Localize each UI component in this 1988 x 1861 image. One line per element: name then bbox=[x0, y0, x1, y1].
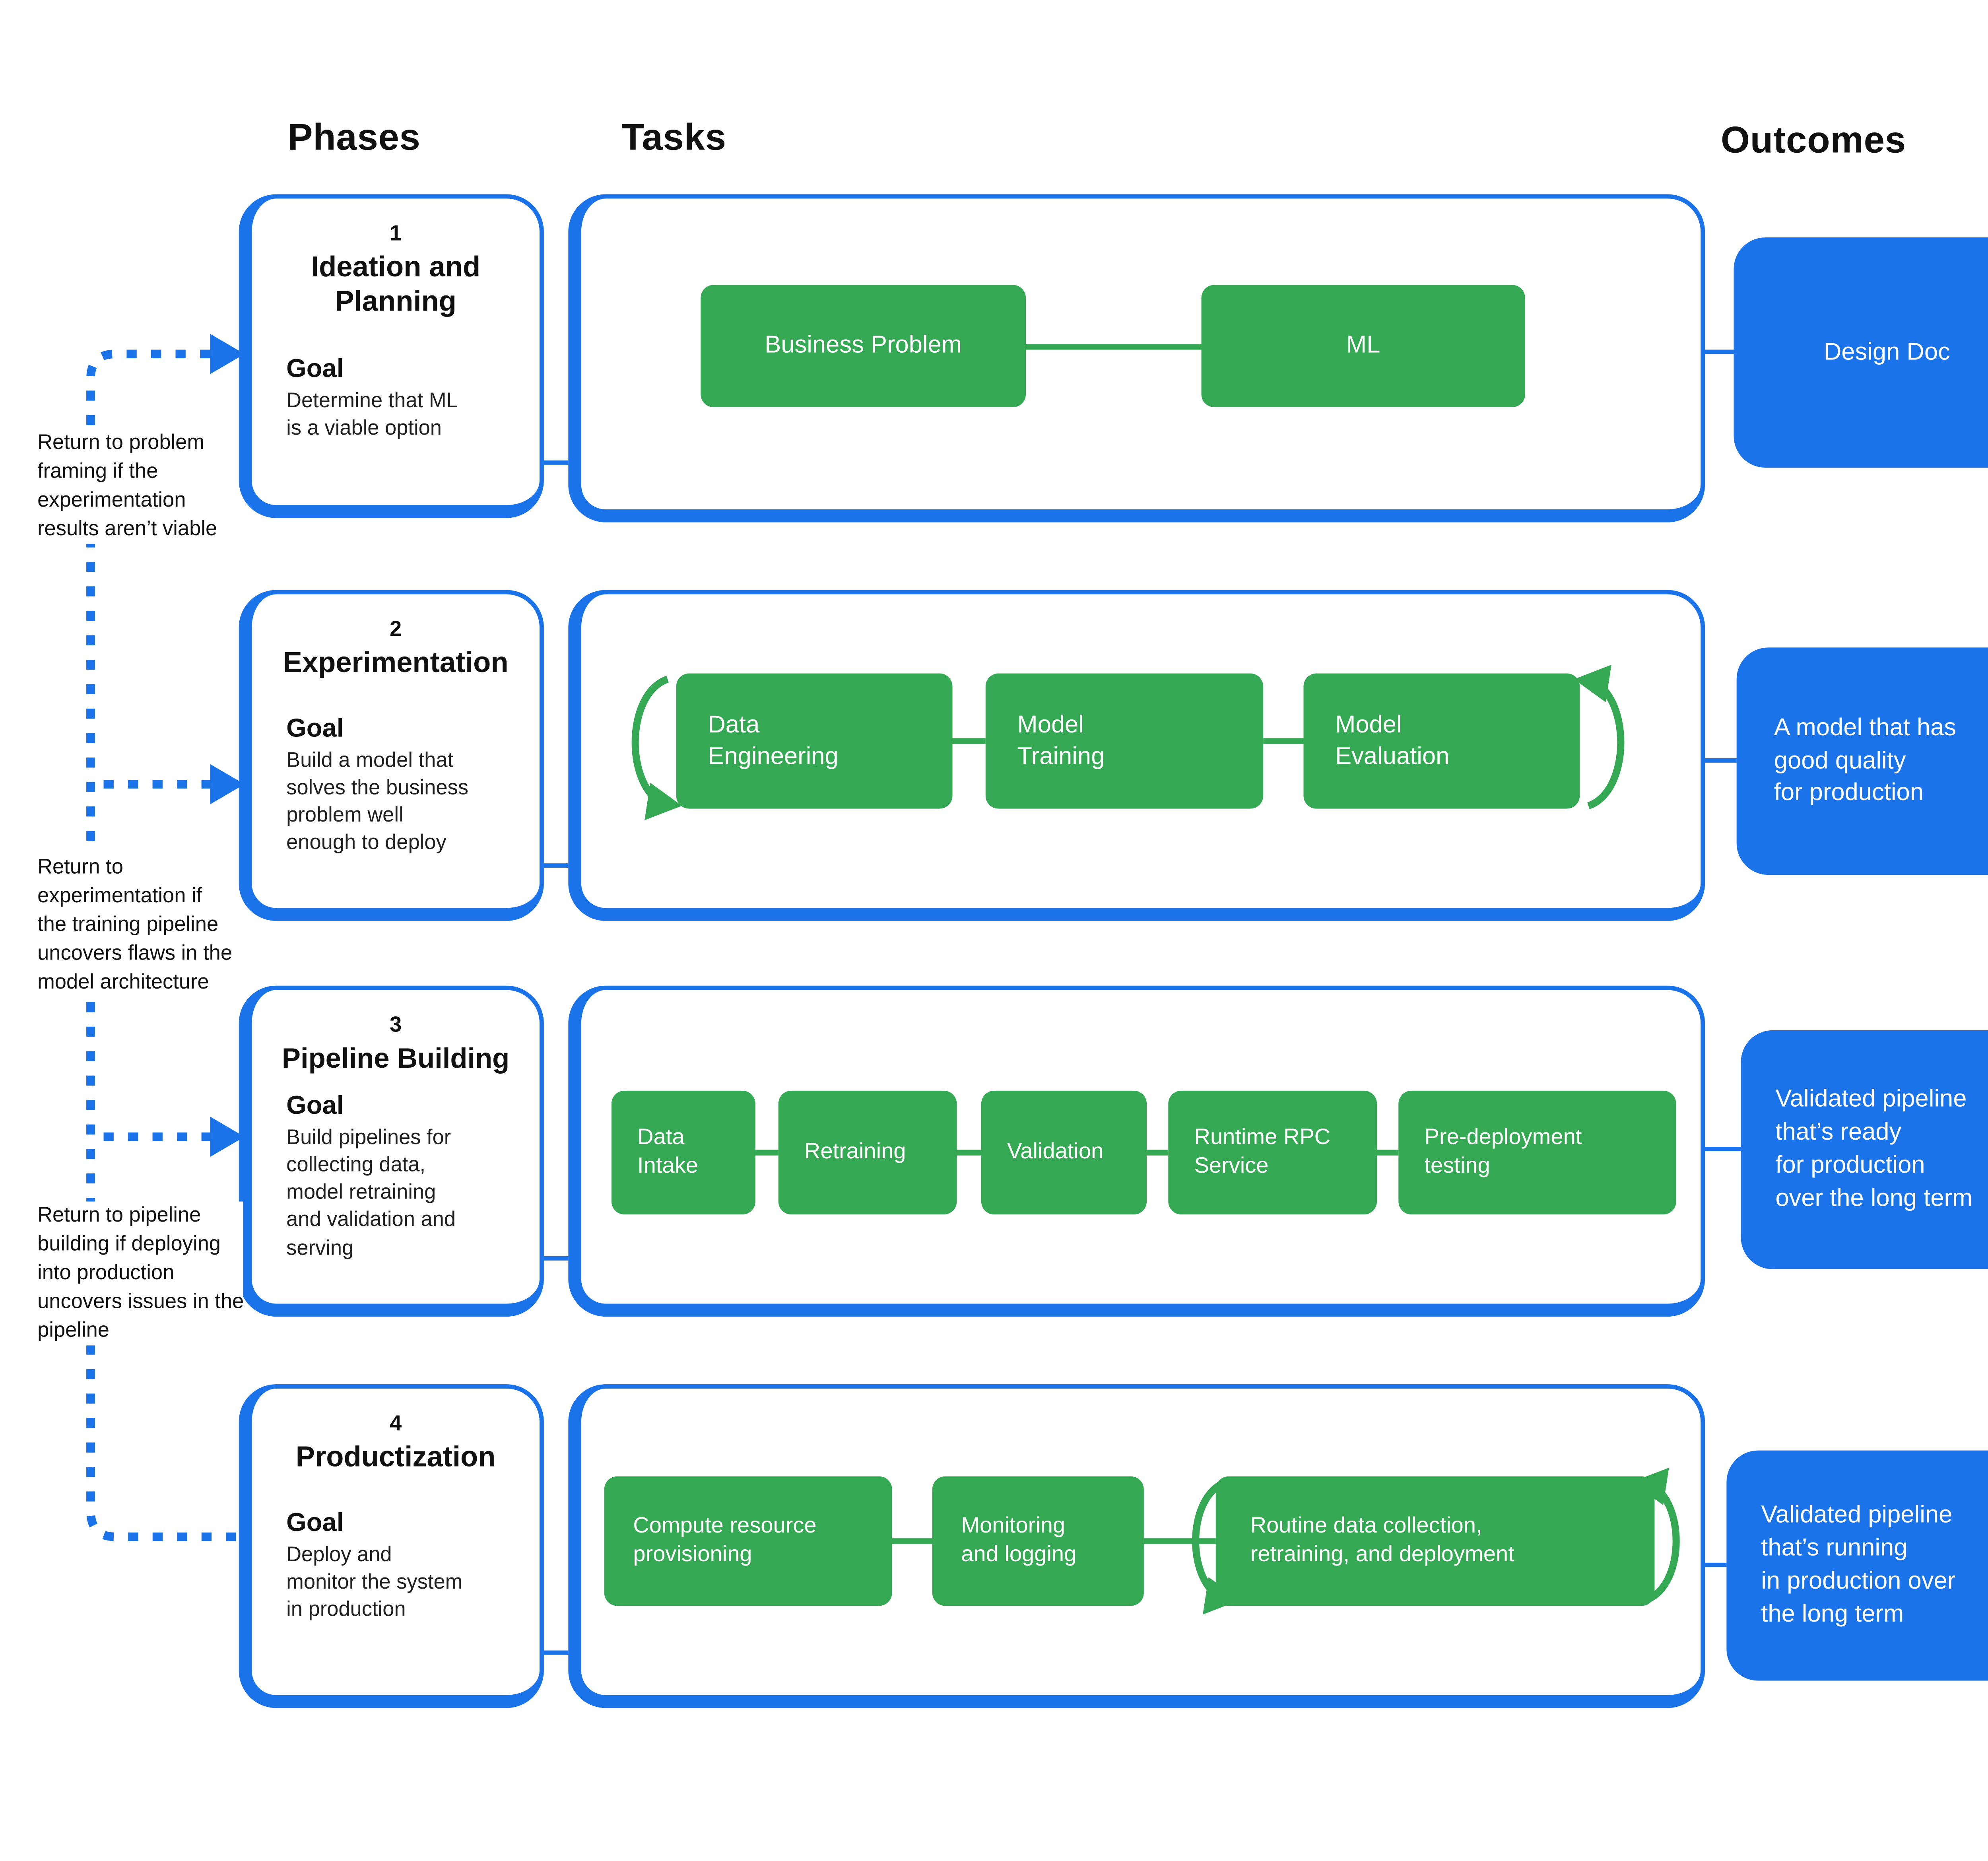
task-model-training: Model Training bbox=[985, 673, 1264, 809]
task-outcome-connector bbox=[1705, 350, 1734, 354]
goal-label: Goal bbox=[286, 713, 344, 742]
goal-text: Determine that ML is a viable option bbox=[286, 390, 458, 441]
task-outcome-connector bbox=[1705, 1562, 1727, 1567]
outcome-design-doc: Design Doc bbox=[1734, 237, 1988, 468]
task-compute-resource-provisioning: Compute resource provisioning bbox=[604, 1476, 892, 1606]
feedback-note-left-middle: Return to experimentation if the trainin… bbox=[37, 853, 233, 997]
phase-task-connector bbox=[544, 863, 569, 868]
task-connector bbox=[1377, 1150, 1399, 1156]
task-connector bbox=[1263, 738, 1304, 744]
task-monitoring-and-logging: Monitoring and logging bbox=[932, 1476, 1144, 1606]
goal-text: Build a model that solves the business p… bbox=[286, 749, 469, 855]
phase-number: 4 bbox=[390, 1411, 402, 1436]
goal-label: Goal bbox=[286, 354, 344, 383]
task-outcome-connector bbox=[1705, 1147, 1741, 1151]
phase-task-connector bbox=[544, 1256, 569, 1261]
task-data-intake: Data Intake bbox=[611, 1090, 755, 1215]
feedback-note-left-bottom: Return to pipeline building if deploying… bbox=[37, 1201, 244, 1346]
task-connector bbox=[952, 738, 986, 744]
phase-number: 3 bbox=[390, 1013, 402, 1038]
column-header-phases: Phases bbox=[287, 115, 421, 159]
phase-task-connector bbox=[544, 460, 569, 465]
goal-label: Goal bbox=[286, 1507, 344, 1537]
goal-text: Build pipelines for collecting data, mod… bbox=[286, 1127, 456, 1260]
goal-label: Goal bbox=[286, 1090, 344, 1120]
task-connector bbox=[957, 1150, 981, 1156]
task-pre-deployment-testing: Pre-deployment testing bbox=[1398, 1090, 1676, 1215]
task-runtime-rpc-service: Runtime RPC Service bbox=[1168, 1090, 1377, 1215]
feedback-note-left-top: Return to problem framing if the experim… bbox=[37, 429, 217, 544]
task-connector bbox=[892, 1538, 932, 1544]
task-data-engineering: Data Engineering bbox=[676, 673, 953, 809]
task-retraining: Retraining bbox=[778, 1090, 957, 1215]
phase-title: Ideation and Planning bbox=[311, 252, 481, 318]
phase-task-connector bbox=[544, 1650, 569, 1655]
phase-number: 2 bbox=[390, 617, 402, 642]
outcome-validated-pipeline-running: Validated pipeline that’s running in pro… bbox=[1726, 1450, 1988, 1681]
task-ml: ML bbox=[1201, 285, 1525, 408]
column-header-tasks: Tasks bbox=[621, 115, 726, 159]
phase-title: Productization bbox=[295, 1441, 496, 1474]
phase-card-experimentation: 2 Experimentation Goal Build a model tha… bbox=[239, 590, 544, 921]
task-connector bbox=[755, 1150, 779, 1156]
task-business-problem: Business Problem bbox=[701, 285, 1026, 408]
task-outcome-connector bbox=[1705, 758, 1737, 763]
phase-title: Experimentation bbox=[283, 647, 509, 679]
phase-title: Pipeline Building bbox=[282, 1043, 510, 1075]
column-header-outcomes: Outcomes bbox=[1720, 118, 1906, 161]
phase-number: 1 bbox=[390, 221, 402, 246]
phase-card-ideation: 1 Ideation and Planning Goal Determine t… bbox=[239, 194, 544, 518]
outcome-quality-model: A model that has good quality for produc… bbox=[1736, 647, 1988, 875]
goal-text: Deploy and monitor the system in product… bbox=[286, 1543, 463, 1622]
phase-card-pipeline-building: 3 Pipeline Building Goal Build pipelines… bbox=[239, 985, 544, 1317]
task-model-evaluation: Model Evaluation bbox=[1303, 673, 1580, 809]
task-connector bbox=[1143, 1538, 1216, 1544]
task-routine-data-collection: Routine data collection, retraining, and… bbox=[1215, 1476, 1655, 1606]
task-validation: Validation bbox=[981, 1090, 1147, 1215]
task-connector bbox=[1147, 1150, 1169, 1156]
phase-card-productization: 4 Productization Goal Deploy and monitor… bbox=[239, 1384, 544, 1708]
outcome-validated-pipeline-ready: Validated pipeline that’s ready for prod… bbox=[1741, 1030, 1988, 1269]
task-connector bbox=[1026, 344, 1202, 350]
